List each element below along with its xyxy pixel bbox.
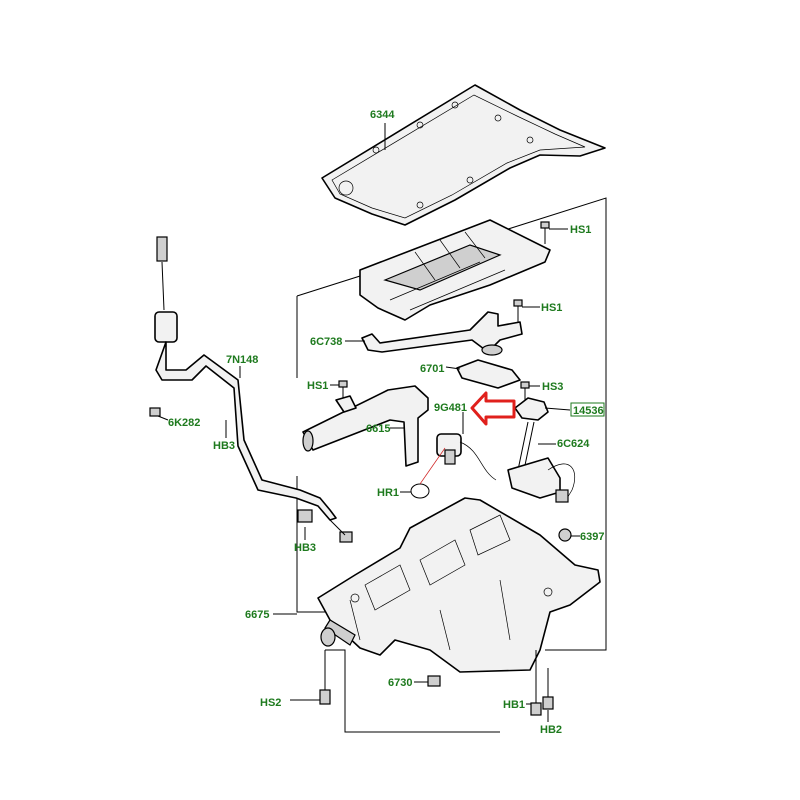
bolt-hb2 — [542, 668, 554, 710]
oil-level-sensor-9g481 — [436, 433, 497, 481]
oil-pickup-6615 — [302, 385, 429, 467]
label-hb3-b: HB3 — [294, 542, 316, 554]
label-6675: 6675 — [245, 609, 269, 621]
bolt-hb1 — [530, 650, 542, 716]
dipstick-tube-6c624 — [507, 397, 576, 503]
plug-6730 — [427, 675, 441, 687]
label-6397: 6397 — [580, 531, 604, 543]
label-6344: 6344 — [370, 109, 395, 121]
assembly-frame — [290, 197, 607, 733]
bolt-hs1-a — [540, 221, 550, 244]
oil-pan-6675 — [317, 497, 601, 673]
label-14536: 14536 — [573, 405, 604, 417]
bolt-6k282 — [149, 407, 161, 417]
label-hr1: HR1 — [377, 487, 399, 499]
leader-6k282 — [157, 415, 169, 421]
label-hb3-a: HB3 — [213, 440, 235, 452]
label-6c738: 6C738 — [310, 336, 342, 348]
label-6730: 6730 — [388, 677, 412, 689]
label-6701: 6701 — [420, 363, 444, 375]
breather-pipe-7n148 — [154, 236, 353, 543]
drain-plug-6397 — [558, 528, 572, 542]
oil-pan-gasket — [321, 84, 606, 226]
label-hs2: HS2 — [260, 697, 281, 709]
label-6615: 6615 — [366, 423, 390, 435]
leader-6701 — [445, 366, 461, 370]
label-hs1-a: HS1 — [570, 224, 591, 236]
label-7n148: 7N148 — [226, 354, 258, 366]
label-hs3: HS3 — [542, 381, 563, 393]
windage-tray — [359, 219, 551, 321]
label-6c624: 6C624 — [557, 438, 590, 450]
leader-hr1-red — [419, 447, 446, 485]
oil-pipe-6c738 — [361, 311, 523, 356]
bolt-hs2 — [319, 650, 331, 705]
o-ring-hr1 — [410, 483, 430, 499]
label-hb1: HB1 — [503, 699, 525, 711]
label-hs1-c: HS1 — [307, 380, 328, 392]
label-hb2: HB2 — [540, 724, 562, 736]
label-hs1-b: HS1 — [541, 302, 562, 314]
bolt-hs1-b — [513, 299, 523, 322]
label-6k282: 6K282 — [168, 417, 200, 429]
label-9g481: 9G481 — [434, 402, 467, 414]
label-14536-box — [570, 402, 605, 417]
gasket-6701 — [456, 359, 521, 389]
pointer-arrow-icon — [470, 391, 516, 426]
leader-14536 — [544, 407, 571, 411]
